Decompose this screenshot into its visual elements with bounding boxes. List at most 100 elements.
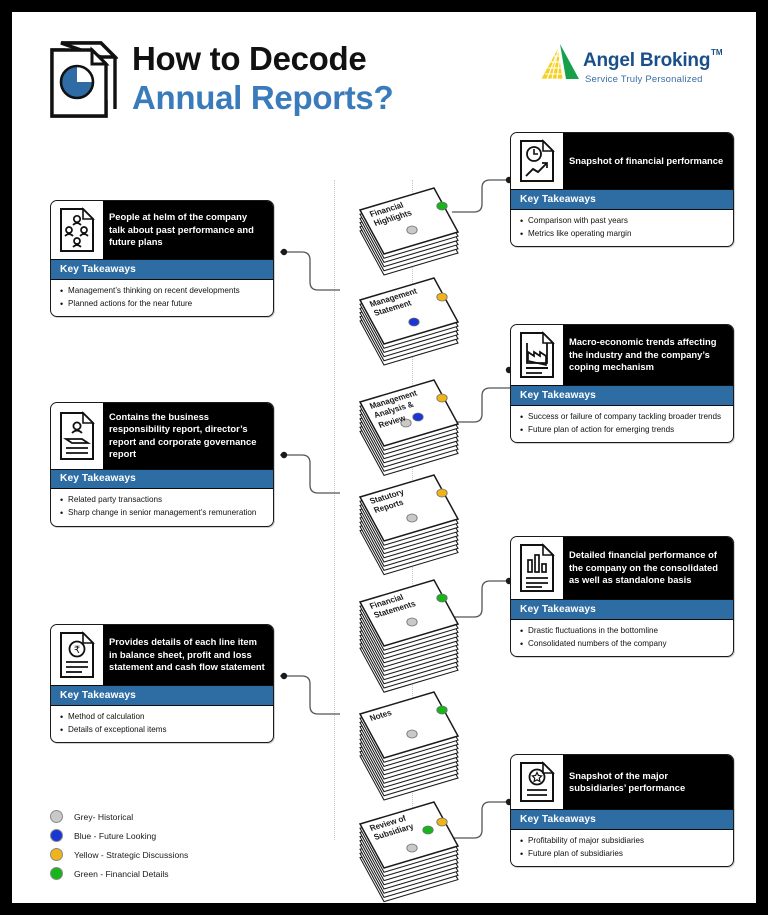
takeaway-list: • Comparison with past years • Metrics lik… <box>511 210 733 247</box>
left-card-management-statement[interactable]: People at helm of the company talk about… <box>50 200 274 318</box>
takeaway-text: Profitability of major subsidiaries <box>528 835 645 845</box>
card-header: Detailed financial performance of the co… <box>511 537 733 599</box>
card-headline: Macro-economic trends affecting the indu… <box>569 336 717 373</box>
card-header: ₹ Provides details of each line item in … <box>51 625 273 685</box>
list-item: • Method of calculation <box>60 712 265 723</box>
list-item: • Comparison with past years <box>520 216 725 227</box>
right-card-review-of-subsidiary[interactable]: Snapshot of the major subsidiaries’ perf… <box>510 754 734 868</box>
right-card-management-analysis[interactable]: Macro-economic trends affecting the indu… <box>510 324 734 444</box>
page-title: How to Decode Annual Reports? <box>132 40 394 118</box>
key-takeaways-label: Key Takeaways <box>511 385 733 406</box>
stack-dot-yellow <box>436 817 448 827</box>
stack-dot-blue <box>408 317 420 327</box>
list-item: •Planned actions for the near future <box>60 299 265 310</box>
document-stack[interactable]: Financial Statements <box>342 572 462 714</box>
legend: Grey- Historical Blue - Future Looking Y… <box>50 807 188 883</box>
bullet-icon: • <box>60 285 64 296</box>
stack-top-sheet <box>358 379 460 447</box>
person-handshake-document-icon <box>51 403 103 469</box>
document-piechart-icon <box>48 38 120 120</box>
takeaway-list: • Success or failure of company tackling … <box>511 406 733 443</box>
bullet-icon: • <box>520 228 524 239</box>
bullet-icon: • <box>520 411 524 422</box>
bullet-icon: • <box>520 835 524 846</box>
document-stack[interactable]: Financial Highlights <box>342 180 462 297</box>
stack-top-sheet <box>358 579 460 647</box>
key-takeaways-label: Key Takeaways <box>51 685 273 706</box>
bullet-icon: • <box>60 298 64 309</box>
guide-line-left <box>334 180 335 840</box>
stack-dot-green <box>436 593 448 603</box>
key-takeaways-label: Key Takeaways <box>511 809 733 830</box>
logo-tagline: Service Truly Personalized <box>585 74 703 85</box>
stack-dot-green <box>436 201 448 211</box>
legend-item: Green - Financial Details <box>50 864 188 883</box>
document-stack[interactable]: Management Analysis & Review <box>342 372 462 497</box>
key-takeaways-label: Key Takeaways <box>51 468 273 490</box>
infographic-page: How to Decode Annual Reports? Angel Brok… <box>12 12 756 903</box>
legend-item: Grey- Historical <box>50 807 188 826</box>
factory-trend-document-icon <box>511 325 563 385</box>
document-stack[interactable]: Management Statement <box>342 270 462 387</box>
left-card-statutory-reports[interactable]: Contains the business responsibility rep… <box>50 402 274 527</box>
stack-dot-grey <box>406 843 418 853</box>
title-line-2: Annual Reports? <box>132 79 394 116</box>
takeaway-list: • Management’s thinking on recent develop… <box>51 280 273 317</box>
title-line-1: How to Decode <box>132 40 367 77</box>
document-stack[interactable]: Review of Subsidiary <box>342 794 462 903</box>
left-card-notes[interactable]: ₹ Provides details of each line item in … <box>50 624 274 744</box>
key-takeaways-label: Key Takeaways <box>511 189 733 210</box>
document-stack[interactable]: Statutory Reports <box>342 467 462 597</box>
card-headline: Contains the business responsibility rep… <box>109 411 257 460</box>
card-header: Snapshot of the major subsidiaries’ perf… <box>511 755 733 809</box>
takeaway-text: Related party transactions <box>68 495 163 505</box>
list-item: •Details of exceptional items <box>60 725 265 736</box>
bullet-icon: • <box>520 638 524 649</box>
key-takeaways-label: Key Takeaways <box>51 259 273 280</box>
card-headline: Snapshot of financial performance <box>569 154 724 166</box>
takeaway-text: Future plan of subsidiaries <box>528 848 623 858</box>
legend-item: Yellow - Strategic Discussions <box>50 845 188 864</box>
takeaway-text: Future plan of action for emerging trend… <box>528 424 675 434</box>
list-item: •Future plan of subsidiaries <box>520 849 725 860</box>
takeaway-text: Success or failure of company tackling b… <box>528 411 721 421</box>
legend-dot-blue <box>50 829 63 842</box>
bullet-icon: • <box>520 215 524 226</box>
card-header: Contains the business responsibility rep… <box>51 403 273 469</box>
legend-dot-green <box>50 867 63 880</box>
stack-top-sheet <box>358 187 460 255</box>
stack-dot-yellow <box>436 292 448 302</box>
star-badge-document-icon <box>511 755 563 809</box>
takeaway-text: Management’s thinking on recent developm… <box>68 285 240 295</box>
takeaway-list: • Method of calculation •Details of excep… <box>51 706 273 743</box>
card-headline: Detailed financial performance of the co… <box>569 549 718 586</box>
header: How to Decode Annual Reports? Angel Brok… <box>12 12 756 122</box>
card-header: Snapshot of financial performance <box>511 133 733 189</box>
stack-dot-green <box>422 825 434 835</box>
takeaway-text: Metrics like operating margin <box>528 228 632 238</box>
card-header: Macro-economic trends affecting the indu… <box>511 325 733 385</box>
takeaway-text: Comparison with past years <box>528 215 628 225</box>
takeaway-text: Method of calculation <box>68 711 145 721</box>
legend-dot-grey <box>50 810 63 823</box>
stack-dot-green <box>436 705 448 715</box>
list-item: • Success or failure of company tackling … <box>520 412 725 423</box>
takeaway-text: Sharp change in senior management’s remu… <box>68 508 257 518</box>
stack-top-sheet <box>358 277 460 345</box>
card-header: People at helm of the company talk about… <box>51 201 273 259</box>
takeaway-text: Drastic fluctuations in the bottomline <box>528 625 659 635</box>
document-stack[interactable]: Notes <box>342 684 462 822</box>
right-card-financial-statements[interactable]: Detailed financial performance of the co… <box>510 536 734 658</box>
takeaway-text: Details of exceptional items <box>68 724 167 734</box>
card-headline: People at helm of the company talk about… <box>109 211 254 248</box>
list-item: • Management’s thinking on recent develop… <box>60 286 265 297</box>
bullet-icon: • <box>60 711 64 722</box>
takeaway-list: •Drastic fluctuations in the bottomline … <box>511 620 733 657</box>
list-item: •Drastic fluctuations in the bottomline <box>520 626 725 637</box>
svg-text:₹: ₹ <box>74 645 80 656</box>
rupee-document-icon: ₹ <box>51 625 103 685</box>
stack-dot-yellow <box>436 393 448 403</box>
right-card-financial-highlights[interactable]: Snapshot of financial performance Key Ta… <box>510 132 734 248</box>
stack-dot-grey <box>406 729 418 739</box>
bullet-icon: • <box>520 424 524 435</box>
